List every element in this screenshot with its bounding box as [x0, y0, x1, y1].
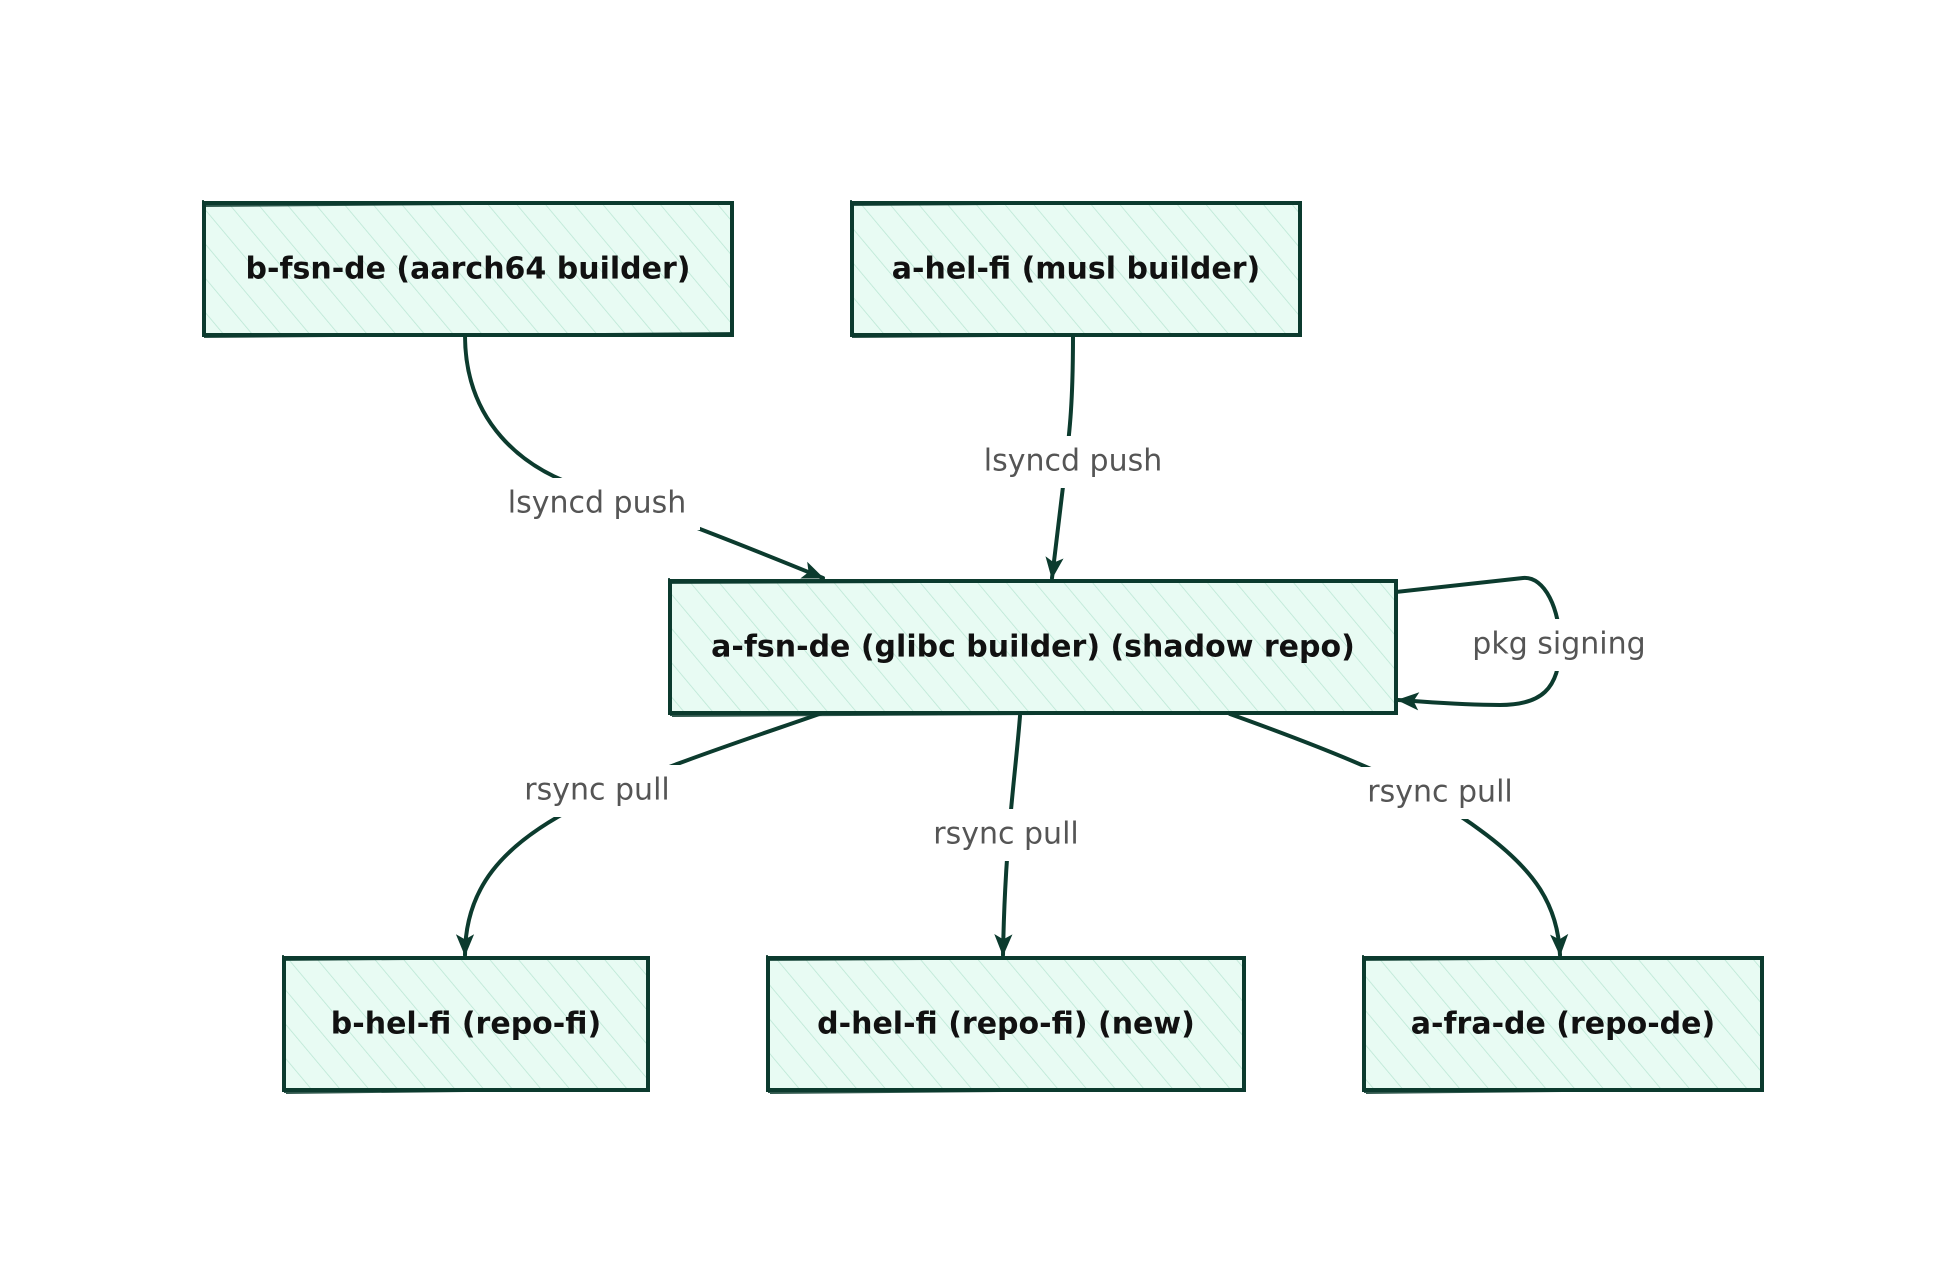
edge-label-text: rsync pull	[1367, 775, 1513, 810]
node-label: d-hel-fi (repo-fi) (new)	[817, 1007, 1195, 1042]
edge-label-lsyncd-push-left: lsyncd push	[495, 478, 700, 530]
edge-label-rsync-pull-right: rsync pull	[1350, 767, 1530, 819]
node-label: b-fsn-de (aarch64 builder)	[246, 252, 691, 287]
edge-label-lsyncd-push-right: lsyncd push	[970, 436, 1175, 488]
edge-label-text: rsync pull	[524, 773, 670, 808]
edge-a-fsn-to-a-fra	[1228, 712, 1569, 957]
node-label: b-hel-fi (repo-fi)	[331, 1007, 601, 1042]
node-a-fsn-de[interactable]: a-fsn-de (glibc builder) (shadow repo)	[667, 577, 1399, 717]
node-a-hel-fi[interactable]: a-hel-fi (musl builder)	[849, 199, 1303, 339]
edge-label-text: lsyncd push	[508, 486, 687, 521]
node-label: a-fsn-de (glibc builder) (shadow repo)	[711, 630, 1355, 665]
node-b-hel-fi[interactable]: b-hel-fi (repo-fi)	[281, 954, 651, 1094]
node-b-fsn-de[interactable]: b-fsn-de (aarch64 builder)	[201, 199, 735, 339]
edge-label-text: rsync pull	[933, 817, 1079, 852]
node-a-fra-de[interactable]: a-fra-de (repo-de)	[1361, 954, 1765, 1094]
node-d-hel-fi[interactable]: d-hel-fi (repo-fi) (new)	[765, 954, 1247, 1094]
edge-label-rsync-pull-left: rsync pull	[510, 765, 690, 817]
edge-label-text: lsyncd push	[984, 444, 1163, 479]
edge-b-fsn-to-a-fsn	[463, 333, 825, 580]
edge-label-text: pkg signing	[1472, 627, 1645, 662]
edge-label-rsync-pull-middle: rsync pull	[916, 809, 1096, 861]
node-label: a-fra-de (repo-de)	[1411, 1007, 1715, 1042]
node-label: a-hel-fi (musl builder)	[892, 252, 1260, 287]
edge-label-pkg-signing: pkg signing	[1464, 619, 1654, 671]
edge-a-fsn-self-loop	[1394, 575, 1562, 711]
edge-a-fsn-to-b-hel	[455, 710, 827, 957]
